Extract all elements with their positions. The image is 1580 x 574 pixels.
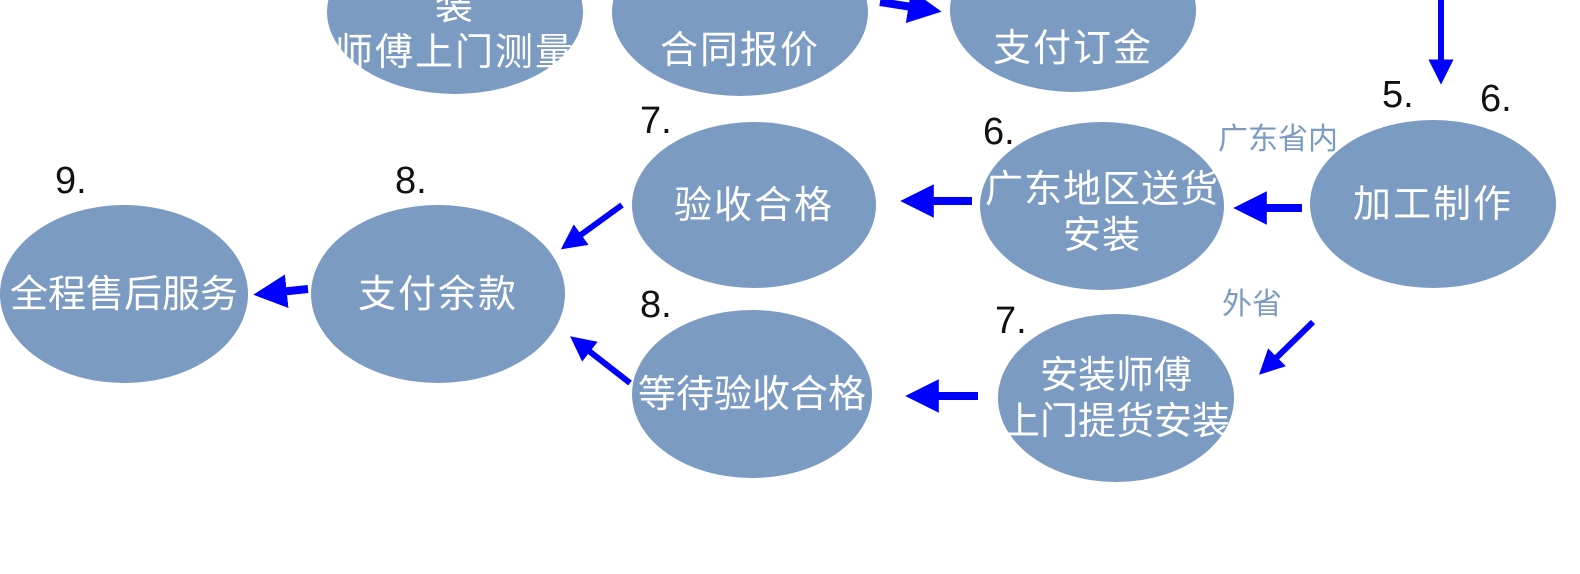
arrow-await-to-balance: [570, 336, 632, 386]
node-manufacture-label: 加工制作: [1352, 182, 1513, 226]
step-number-await-acceptance: 8.: [640, 284, 672, 326]
node-installer-pickup: 安装师傅 上门提货安装: [998, 314, 1234, 482]
step-number-acceptance-ok: 7.: [640, 100, 672, 142]
step-number-gd-delivery: 6.: [983, 111, 1015, 153]
node-acceptance-ok-label: 验收合格: [673, 183, 834, 227]
node-await-acceptance-label: 等待验收合格: [637, 372, 866, 416]
node-site-measure-label: 携带图纸或安装 师傅上门测量: [334, 0, 575, 74]
arrow-quote-to-deposit: [879, 0, 942, 24]
step-number-after-sales: 9.: [55, 160, 87, 202]
arrow-outprovince-to-installer: [1258, 319, 1316, 375]
node-pay-balance-label: 支付余款: [357, 272, 518, 316]
node-after-sales: 全程售后服务: [0, 205, 248, 383]
node-contract-quote-label: 合同报价: [659, 28, 820, 72]
node-gd-delivery: 广东地区送货 安装: [980, 122, 1224, 290]
arrow-acceptance-to-balance: [560, 202, 624, 250]
route-label-in-province: 广东省内: [1218, 122, 1338, 157]
node-pay-balance: 支付余款: [311, 205, 565, 383]
route-label-out-province: 外省: [1222, 287, 1282, 322]
node-manufacture: 加工制作: [1310, 120, 1556, 288]
arrow-balance-to-aftersales: [253, 274, 309, 308]
step-number-manufacture-5: 5.: [1382, 74, 1414, 116]
step-number-installer-pickup: 7.: [995, 300, 1027, 342]
node-await-acceptance: 等待验收合格: [632, 310, 872, 478]
step-number-manufacture-6: 6.: [1480, 78, 1512, 120]
node-installer-pickup-label: 安装师傅 上门提货安装: [1001, 353, 1230, 443]
step-number-pay-balance: 8.: [395, 160, 427, 202]
node-gd-delivery-label: 广东地区送货 安装: [984, 167, 1219, 257]
node-pay-deposit-label: 支付订金: [992, 26, 1153, 70]
node-after-sales-label: 全程售后服务: [9, 272, 238, 316]
node-acceptance-ok: 验收合格: [632, 122, 876, 288]
